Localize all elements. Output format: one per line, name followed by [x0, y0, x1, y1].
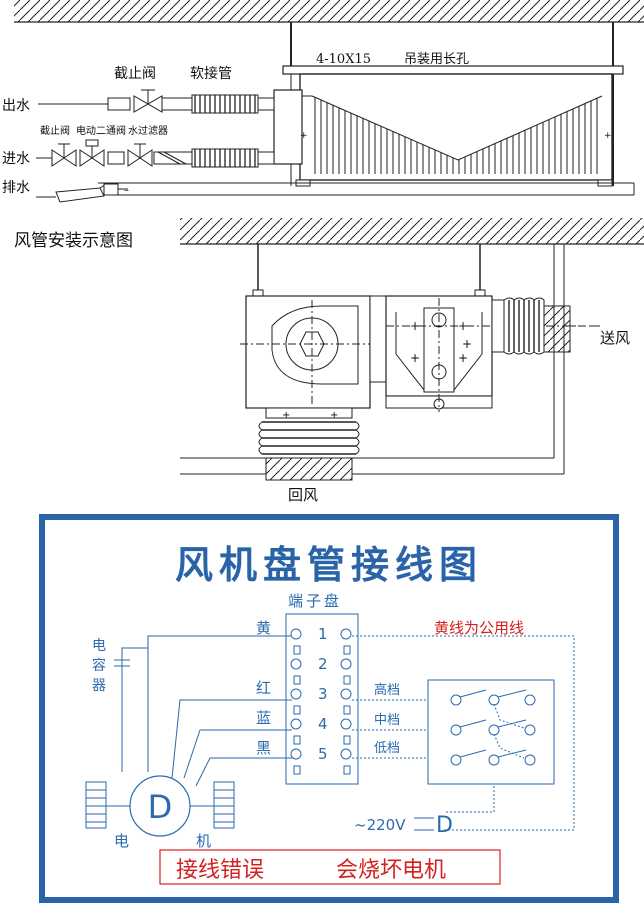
wire-yellow-label: 黄: [256, 619, 271, 637]
svg-text:+: +: [410, 319, 420, 333]
return-bellows: + +: [258, 407, 360, 481]
power-plug: D: [414, 813, 453, 838]
hanging-holes-desc: 吊装用长孔: [404, 52, 469, 67]
svg-text:+: +: [604, 131, 612, 141]
svg-text:+: +: [410, 351, 420, 365]
warning-text-right: 会烧坏电机: [336, 858, 446, 883]
svg-text:+: +: [462, 337, 472, 351]
svg-text:–: –: [124, 185, 129, 196]
capacitor-label: 电: [92, 638, 106, 654]
warning-text-left: 接线错误: [176, 858, 264, 883]
wiring-diagram: 风机盘管接线图 端子盘 1 2 3 4 5: [39, 514, 619, 903]
water-filter-label: 水过滤器: [128, 124, 168, 137]
duct-diagram-title: 风管安装示意图: [14, 231, 133, 251]
terminal-row: 4: [290, 715, 352, 733]
warning-box: [159, 849, 501, 885]
capacitor: [114, 659, 130, 667]
wire-black-label: 黑: [256, 739, 271, 757]
svg-text:+: +: [330, 410, 338, 421]
terminal-number: 3: [318, 685, 328, 703]
supply-air-label: 送风: [600, 329, 630, 347]
electric-valve-label: 电动二通阀: [76, 124, 126, 137]
terminal-number: 1: [318, 625, 328, 643]
terminal-block-label: 端子盘: [288, 592, 342, 610]
terminal-row: 1: [290, 625, 352, 643]
stop-valve-label: 截止阀: [114, 66, 156, 82]
supply-bellows: [491, 297, 571, 355]
motor-wires: [121, 635, 292, 787]
flex-hose-top: [191, 94, 259, 114]
duct-install-diagram: 风管安装示意图 + + + + +: [14, 218, 644, 504]
terminal-row: 3: [290, 685, 352, 703]
terminal-number: 4: [318, 715, 328, 733]
flex-hose-label: 软接管: [190, 65, 232, 82]
ceiling-hatch: [14, 0, 644, 22]
svg-text:+: +: [458, 319, 468, 333]
terminal-row: 2: [290, 655, 352, 673]
wire-blue-label: 蓝: [256, 709, 271, 727]
ceiling-hatch-2: [180, 218, 644, 244]
capacitor-label: 容: [92, 657, 106, 674]
outlet-water-label: 出水: [2, 98, 30, 114]
svg-text:+: +: [458, 351, 468, 365]
motor: D: [85, 775, 235, 837]
hanging-holes-spec: 4-10X15: [316, 52, 371, 67]
speed-low-label: 低档: [374, 741, 400, 756]
flex-hose-bottom: [191, 148, 259, 168]
terminal-number: 5: [318, 745, 328, 763]
coil-install-diagram: 4-10X15 吊装用长孔 + + 出水 截止: [2, 0, 644, 203]
inlet-water-label: 进水: [2, 151, 30, 167]
stop-valve-small-label: 截止阀: [40, 124, 70, 137]
motor-label: 电: [114, 832, 129, 850]
pipe-fitting: [107, 97, 131, 111]
common-wire-note: 黄线为公用线: [434, 619, 524, 637]
wire-red-label: 红: [256, 679, 271, 697]
capacitor-label: 器: [92, 678, 106, 694]
return-air-label: 回风: [288, 486, 318, 504]
speed-switch: [450, 689, 536, 766]
speed-mid-label: 中档: [374, 713, 400, 728]
wiring-title: 风机盘管接线图: [175, 543, 483, 587]
svg-text:+: +: [282, 410, 290, 421]
svg-text:+: +: [300, 131, 308, 141]
motor-label: 机: [196, 832, 211, 850]
drain-label: 排水: [2, 180, 30, 196]
mounting-bracket: [282, 65, 624, 75]
power-label: ~220V: [354, 816, 406, 834]
plug-symbol: D: [436, 813, 453, 838]
motor-symbol: D: [148, 788, 173, 826]
speed-high-label: 高档: [374, 682, 400, 698]
terminal-row: 5: [290, 745, 352, 763]
terminal-number: 2: [318, 655, 328, 673]
header-box: [273, 89, 303, 165]
